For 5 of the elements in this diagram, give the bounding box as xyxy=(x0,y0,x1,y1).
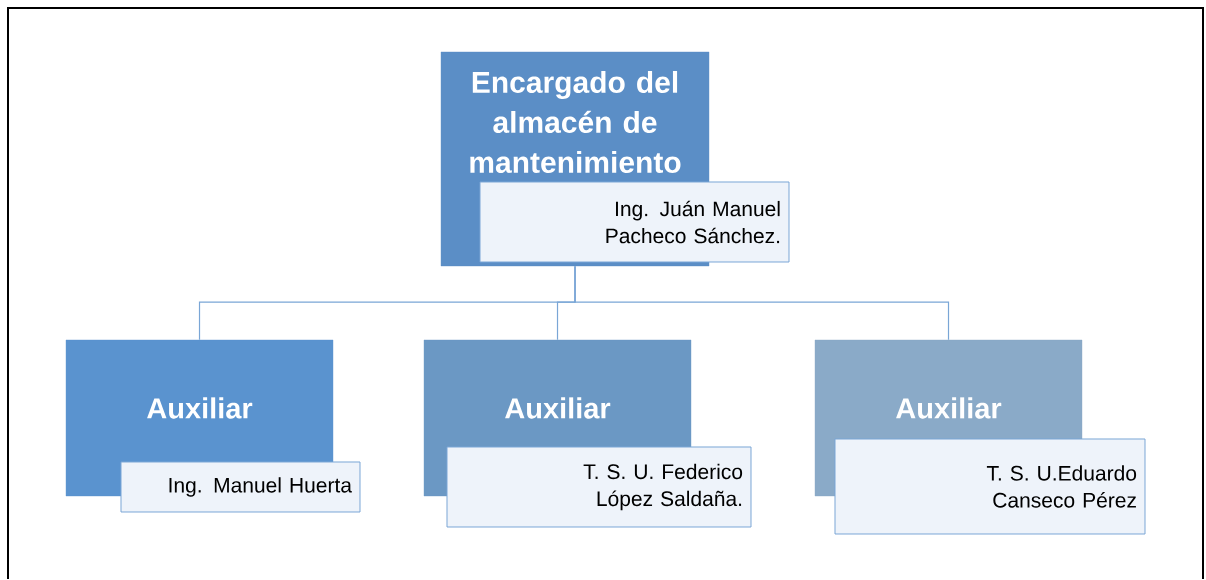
name-box: T. S. U.Eduardo Canseco Pérez xyxy=(834,438,1146,535)
connector-line xyxy=(574,265,950,341)
name-box: Ing. Manuel Huerta xyxy=(120,461,361,513)
name-box: T. S. U. Federico López Saldaña. xyxy=(446,446,752,528)
name-box: Ing. Juán Manuel Pacheco Sánchez. xyxy=(479,181,790,263)
